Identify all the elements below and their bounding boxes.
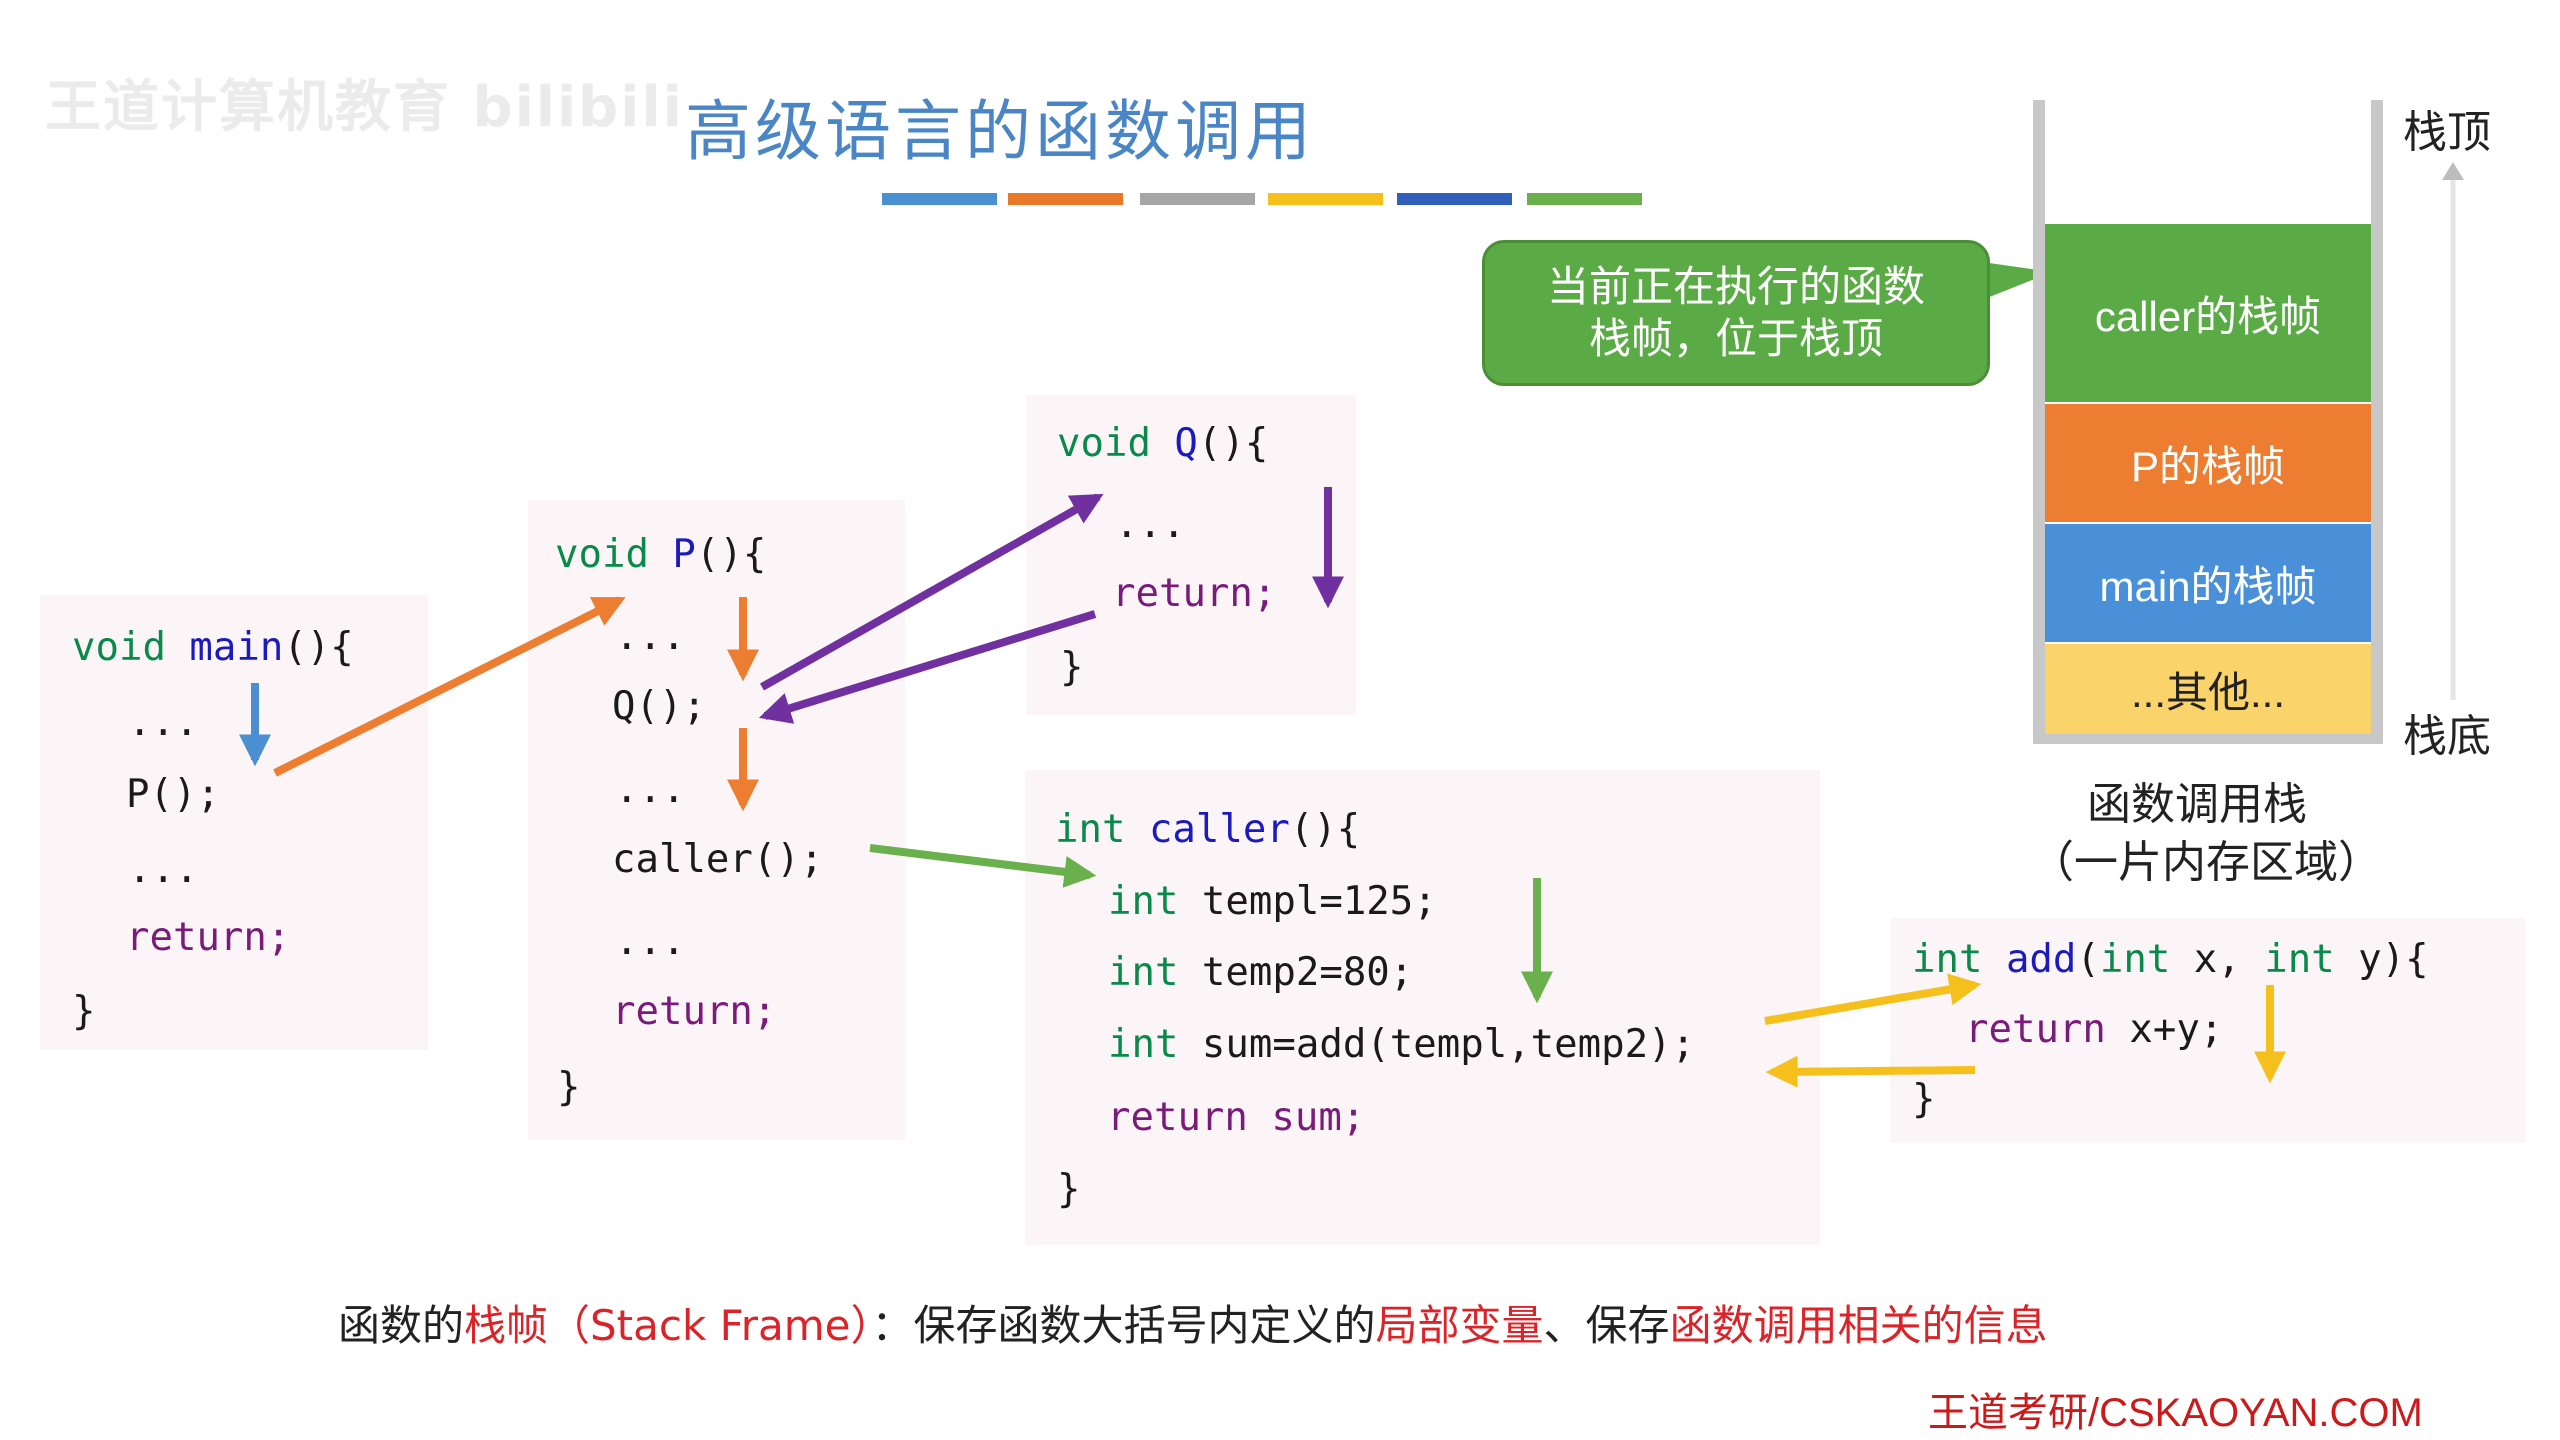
stack-right-wall	[2371, 100, 2383, 742]
stack-frame-p: P的栈帧	[2045, 404, 2371, 522]
title-bar-blue	[882, 193, 997, 205]
code-main-line-3: P();	[126, 772, 220, 817]
code-main-line-6: }	[72, 989, 96, 1034]
stack-bottom-label: 栈底	[2403, 711, 2491, 762]
stack-frame-definition: 函数的栈帧（Stack Frame）：保存函数大括号内定义的局部变量、保存函数调…	[338, 1301, 2048, 1350]
stack-left-wall	[2033, 100, 2045, 742]
code-main-line-4: ...	[128, 847, 199, 892]
stack-caption-line2: （一片内存区域）	[2030, 837, 2382, 888]
code-q-line-1: void Q(){	[1057, 421, 1269, 466]
callout-line-1: 当前正在执行的函数	[1546, 262, 1925, 311]
code-q-line-3: return;	[1112, 571, 1277, 616]
caller-code-box	[1025, 770, 1820, 1245]
add-code-box	[1890, 918, 2526, 1143]
main-call-p-arrow	[273, 596, 626, 777]
code-caller-line-2: int templ=125;	[1108, 879, 1437, 924]
stack-floor	[2033, 734, 2383, 744]
callout-line-2: 栈帧，位于栈顶	[1588, 314, 1883, 363]
code-p-line-5: caller();	[612, 837, 824, 882]
code-main-line-5: return;	[126, 915, 291, 960]
brand-footer: 王道考研/CSKAOYAN.COM	[1928, 1391, 2423, 1435]
title-bar-green	[1527, 193, 1642, 205]
caller-call-add-arrow	[1764, 973, 1982, 1025]
code-q-line-2: ...	[1115, 502, 1186, 547]
code-main-line-1: void main(){	[72, 625, 354, 670]
code-caller-line-4: int sum=add(templ,temp2);	[1108, 1022, 1696, 1067]
code-add-line-2: return x+y;	[1965, 1007, 2224, 1052]
code-add-line-1: int add(int x, int y){	[1912, 937, 2429, 982]
title-bar-orange	[1008, 193, 1123, 205]
title-bar-navy	[1397, 193, 1512, 205]
slide-title: 高级语言的函数调用	[685, 93, 1315, 170]
title-bar-yellow	[1268, 193, 1383, 205]
code-main-line-2: ...	[128, 700, 199, 745]
watermark: 王道计算机教育 bilibili	[45, 75, 684, 140]
stack-frame-caller: caller的栈帧	[2045, 224, 2371, 402]
code-p-line-4: ...	[615, 767, 686, 812]
code-q-line-4: }	[1060, 645, 1084, 690]
stack-direction-arrowhead	[2442, 162, 2464, 180]
code-p-line-1: void P(){	[555, 532, 767, 577]
code-p-line-8: }	[557, 1065, 581, 1110]
q-return-arrow	[758, 610, 1097, 724]
callout-current-frame: 当前正在执行的函数 栈帧，位于栈顶	[1482, 240, 1990, 386]
p-call-q-arrow	[760, 493, 1104, 691]
code-caller-line-5: return sum;	[1107, 1095, 1366, 1140]
stack-frame-other: ...其他...	[2045, 644, 2371, 734]
code-caller-line-1: int caller(){	[1055, 807, 1361, 852]
stack-top-label: 栈顶	[2403, 107, 2491, 158]
code-p-line-7: return;	[612, 989, 777, 1034]
code-p-line-2: ...	[615, 614, 686, 659]
title-bar-gray	[1140, 193, 1255, 205]
code-caller-line-3: int temp2=80;	[1108, 950, 1414, 995]
q-code-box	[1026, 395, 1356, 715]
p-call-caller-arrow	[869, 844, 1097, 888]
stack-frame-main: main的栈帧	[2045, 524, 2371, 642]
main-code-box	[40, 595, 428, 1050]
add-return-arrow	[1765, 1055, 1976, 1088]
code-p-line-3: Q();	[612, 684, 706, 729]
code-add-line-3: }	[1912, 1077, 1936, 1122]
code-p-line-6: ...	[615, 919, 686, 964]
code-caller-line-6: }	[1057, 1167, 1081, 1212]
stack-caption-line1: 函数调用栈	[2087, 779, 2307, 830]
